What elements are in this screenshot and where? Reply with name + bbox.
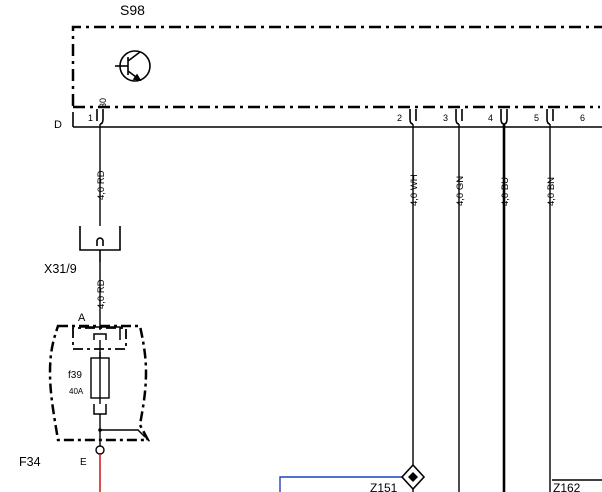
fuse-terminal-letter: E <box>80 457 87 468</box>
splice-z151: Z151 <box>279 463 426 492</box>
pin-contact-4 <box>500 109 508 125</box>
wire-pin3: 4,0 GN <box>455 124 466 492</box>
wire-label: 4,0 BN <box>546 177 557 206</box>
wire-label: 4,0 GN <box>455 176 466 206</box>
fuse-section-letter: A <box>78 312 86 324</box>
pin-contact-1 <box>96 109 104 125</box>
module-s98: S98 <box>71 2 602 109</box>
pin-label-3: 3 <box>443 113 448 123</box>
fuse-name: f39 <box>68 370 82 381</box>
fuse-connector-a <box>72 327 127 350</box>
module-id: S98 <box>120 2 145 18</box>
pin-contact-3 <box>455 109 463 125</box>
fuse-box-f34: A f39 40A F34 E <box>19 312 151 492</box>
wire-label: 4,0 RD <box>96 170 107 200</box>
wire-pin5: 4,0 BN <box>546 124 557 492</box>
pin-label-4: 4 <box>488 113 493 123</box>
pin-label-6: 6 <box>580 113 585 123</box>
transistor-icon <box>115 50 151 82</box>
wire-label: 4,0 RD <box>96 279 107 309</box>
wire-pin2: 4,0 WH <box>409 124 420 466</box>
wire-label: 4,0 WH <box>409 174 420 206</box>
wire-pin1-upper: 4,0 RD <box>96 124 107 226</box>
wire-label: 4,0 BU <box>500 177 511 206</box>
pin-contacts <box>96 109 554 125</box>
connector-letter: D <box>54 119 62 131</box>
fuse-box-label: F34 <box>19 455 41 469</box>
connector-x31-label: X31/9 <box>44 262 77 276</box>
connector-d: D 30 1 2 3 4 5 6 <box>54 98 602 131</box>
fuse-terminal <box>95 445 105 455</box>
pin-label-1: 1 <box>88 113 93 123</box>
pin-label-5: 5 <box>534 113 539 123</box>
splice-z162: Z162 <box>552 479 602 492</box>
wire-pin1-lower: 4,0 RD <box>96 262 107 330</box>
splice-label: Z162 <box>553 481 581 492</box>
splice-label: Z151 <box>370 481 398 492</box>
pin-contact-5 <box>546 109 554 125</box>
pin-label-2: 2 <box>397 113 402 123</box>
splice-dot-icon <box>408 472 418 482</box>
pin-contact-2 <box>409 109 417 125</box>
wire-pin4: 4,0 BU <box>500 124 511 492</box>
connector-x31-9 <box>79 226 121 262</box>
fuse-rating: 40A <box>69 387 84 396</box>
module-boundary <box>71 25 602 106</box>
fuse-box-boundary <box>48 324 151 442</box>
terminal-30-label: 30 <box>98 98 108 108</box>
